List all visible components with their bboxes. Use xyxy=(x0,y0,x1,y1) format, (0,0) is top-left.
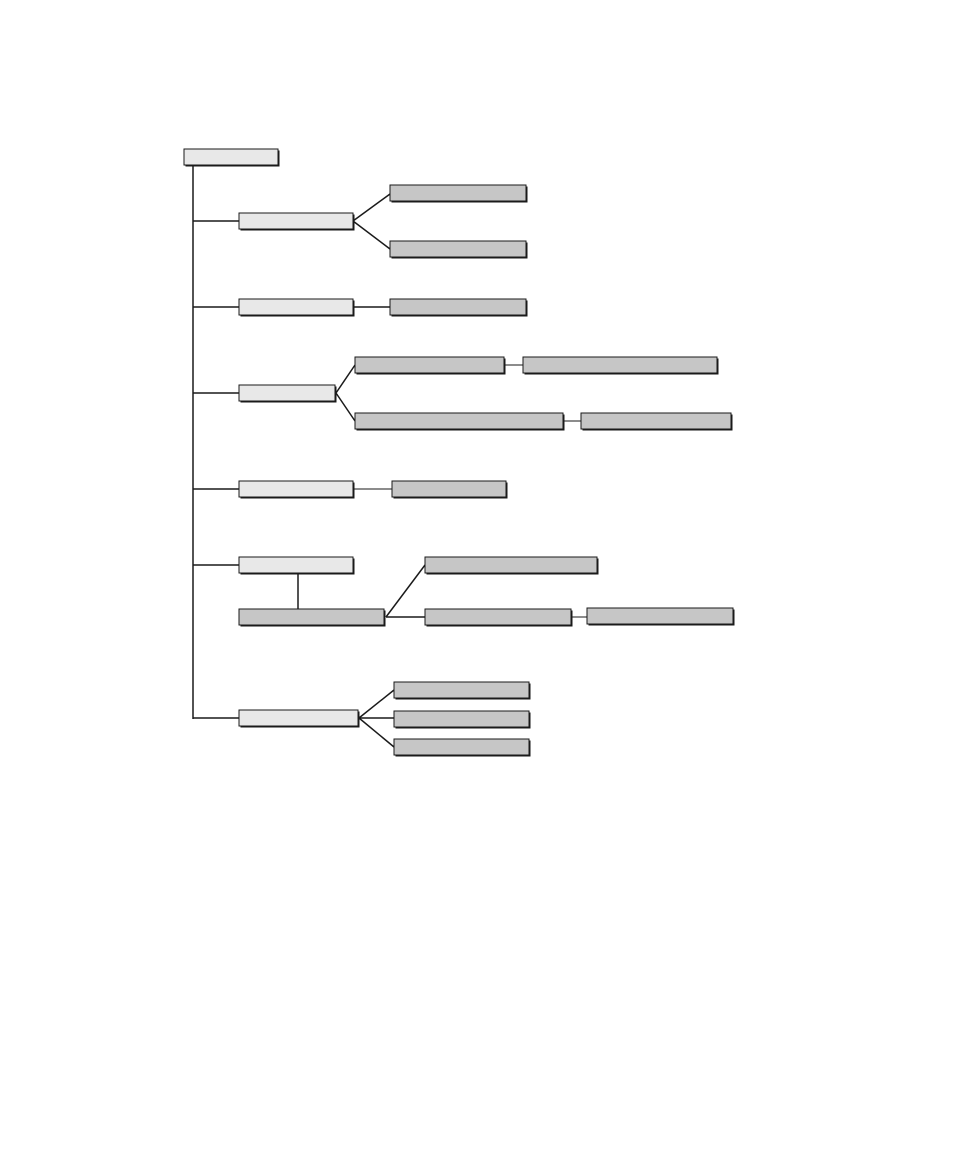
branch-box xyxy=(238,556,355,575)
child-box xyxy=(389,184,528,203)
sub-box xyxy=(238,608,386,627)
child-box xyxy=(393,681,531,700)
child-connector xyxy=(335,364,356,394)
child-connector xyxy=(358,689,395,719)
child-box xyxy=(354,356,506,375)
child-box xyxy=(389,240,528,259)
branch-box xyxy=(238,384,337,403)
grandchild-box xyxy=(522,356,719,375)
child-box xyxy=(424,556,599,575)
branch-box xyxy=(238,298,355,317)
child-connector xyxy=(352,193,391,222)
grandchild-box xyxy=(586,607,735,626)
child-connector xyxy=(335,392,356,422)
root-box xyxy=(183,148,280,167)
child-box xyxy=(389,298,528,317)
branch-box xyxy=(238,709,360,728)
connector-lines xyxy=(192,166,587,748)
child-box xyxy=(393,738,531,757)
grandchild-box xyxy=(580,412,733,431)
child-connector xyxy=(352,220,391,250)
child-box xyxy=(424,608,573,627)
diagram-boxes xyxy=(183,148,735,757)
child-connector xyxy=(358,717,395,748)
child-box xyxy=(393,710,531,729)
branch-box xyxy=(238,212,355,231)
child-connector xyxy=(385,564,426,618)
child-box xyxy=(354,412,565,431)
child-box xyxy=(391,480,508,499)
branch-box xyxy=(238,480,355,499)
